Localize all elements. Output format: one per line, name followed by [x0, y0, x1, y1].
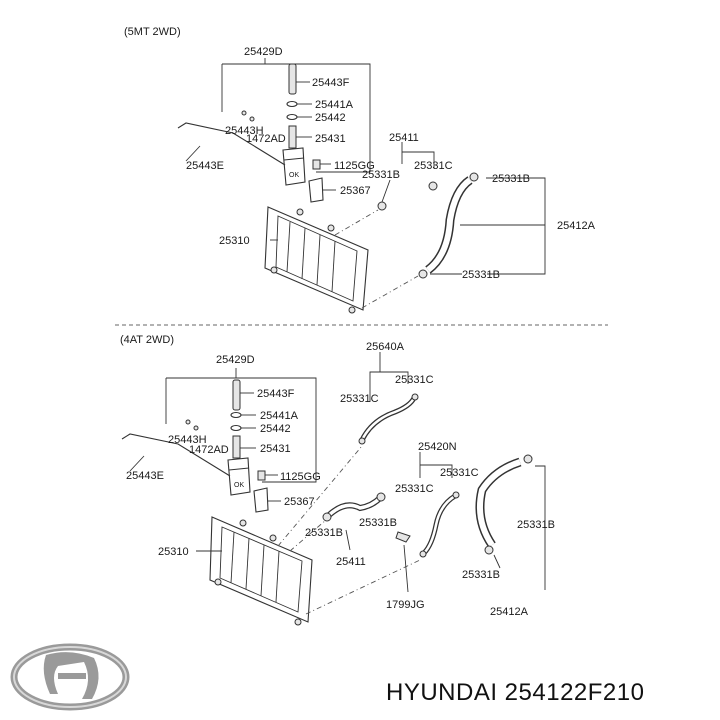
- reservoir-tank-part: OK: [227, 457, 251, 496]
- part-number-label: 25331C: [395, 374, 434, 386]
- part-number-label: 25331C: [440, 467, 479, 479]
- part-number-label: 25331B: [517, 519, 555, 531]
- part-number-label: 1799JG: [386, 599, 425, 611]
- section-title: (5MT 2WD): [124, 26, 181, 38]
- clip-part: [395, 531, 411, 543]
- part-number-label: 25310: [158, 546, 189, 558]
- part-number-label: 25367: [340, 185, 371, 197]
- part-number-label: 25331B: [462, 569, 500, 581]
- assembly-bracket: [222, 63, 371, 173]
- part-number-label: 25431: [260, 443, 291, 455]
- reservoir-tank-part: OK: [282, 147, 306, 186]
- radiator-part: [264, 206, 369, 314]
- part-number-label: 25441A: [260, 410, 299, 422]
- upper-hose-part: [377, 181, 438, 211]
- overflow-hose-part: [177, 122, 286, 166]
- brand-part-number: HYUNDAI 254122F210: [386, 679, 644, 706]
- reservoir-cap-part: [230, 379, 242, 459]
- section-4at-2wd: (4AT 2WD) OK: [120, 334, 555, 626]
- part-number-label: 25443E: [126, 470, 164, 482]
- cooler-hose-part: [358, 393, 419, 445]
- lower-hose-part: [475, 454, 533, 555]
- svg-text:OK: OK: [289, 172, 299, 179]
- upper-hose-part: [322, 492, 386, 522]
- hyundai-logo-icon: [10, 643, 130, 711]
- part-number-label: 1125GG: [334, 160, 375, 172]
- part-number-label: 1125GG: [280, 471, 321, 483]
- part-number-label: 25367: [284, 496, 315, 508]
- bracket-part: [253, 470, 269, 513]
- part-number-label: 25429D: [216, 354, 255, 366]
- section-5mt-2wd: (5MT 2WD) OK: [124, 26, 596, 314]
- section-title: (4AT 2WD): [120, 334, 174, 346]
- part-number-label: 25412A: [557, 220, 596, 232]
- part-number-label: 25411: [336, 556, 366, 568]
- part-number-label: 25331B: [359, 517, 397, 529]
- radiator-part: [209, 516, 313, 626]
- part-number-label: 25412A: [490, 606, 529, 618]
- part-number-label: 25331B: [305, 527, 343, 539]
- lower-hose-part: [418, 172, 479, 279]
- part-number-label: 1472AD: [189, 444, 229, 456]
- part-number-label: 25442: [315, 112, 346, 124]
- part-number-label: 25640A: [366, 341, 405, 353]
- assembly-bracket: [166, 377, 317, 483]
- part-number-label: 25443F: [257, 388, 295, 400]
- bracket-part: [308, 159, 324, 203]
- part-number-label: 1472AD: [246, 133, 286, 145]
- part-number-label: 25443E: [186, 160, 224, 172]
- part-number-label: 25310: [219, 235, 250, 247]
- part-number-label: 25331C: [340, 393, 379, 405]
- part-number-label: 25331B: [362, 169, 400, 181]
- part-number-label: 25331B: [492, 173, 530, 185]
- return-hose-part: [419, 491, 460, 558]
- part-number-label: 25331C: [414, 160, 453, 172]
- reservoir-cap-part: [286, 63, 298, 149]
- part-number-label: 25331C: [395, 483, 434, 495]
- part-number-label: 25411: [389, 132, 419, 144]
- svg-text:OK: OK: [234, 482, 244, 489]
- part-number-label: 25441A: [315, 99, 354, 111]
- part-number-label: 25429D: [244, 46, 283, 58]
- part-number-label: 25443H: [225, 125, 264, 137]
- part-number-label: 25431: [315, 133, 346, 145]
- overflow-hose-part: [121, 433, 231, 477]
- part-number-label: 25442: [260, 423, 291, 435]
- part-number-label: 25443F: [312, 77, 350, 89]
- part-number-label: 25443H: [168, 434, 207, 446]
- part-number-label: 25331B: [462, 269, 500, 281]
- part-number-label: 25420N: [418, 441, 457, 453]
